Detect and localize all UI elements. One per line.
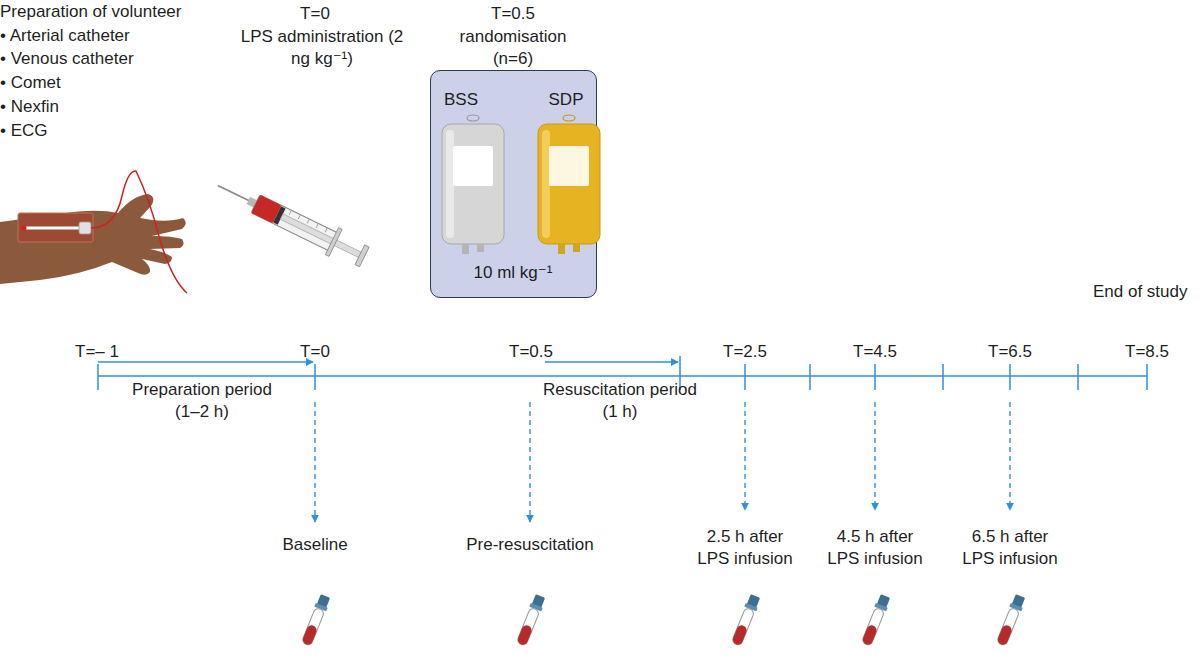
sampling-arrow xyxy=(529,402,531,522)
blood-tube xyxy=(730,594,762,647)
syringe-liquid xyxy=(251,195,281,223)
catheter-tip xyxy=(22,226,27,231)
sampling-arrow xyxy=(314,402,316,522)
time-label: T=– 1 xyxy=(57,341,137,363)
time-label: T=8.5 xyxy=(1112,341,1182,363)
volume-label: 10 ml kg⁻¹ xyxy=(443,262,583,284)
syringe-barrel xyxy=(251,195,337,251)
heading-text: Preparation of volunteer xyxy=(0,1,280,23)
sampling-arrows xyxy=(315,402,1010,522)
blood-tube xyxy=(515,594,547,647)
period-arrow xyxy=(98,361,313,363)
sample-label: 4.5 h after LPS infusion xyxy=(823,526,927,570)
time-label: T=0.5 xyxy=(473,3,553,25)
bullet-item: • Venous catheter xyxy=(0,48,220,70)
bullet-item: • ECG xyxy=(0,120,220,142)
sampling-arrow xyxy=(874,402,876,510)
sample-label: 2.5 h after LPS infusion xyxy=(693,526,797,570)
catheter-tubing xyxy=(91,171,187,293)
bullet-item: • Comet xyxy=(0,72,220,94)
syringe-needle xyxy=(218,185,249,200)
catheter-hub xyxy=(79,222,91,234)
period-label: Resuscitation period (1 h) xyxy=(534,379,706,423)
time-label: T=4.5 xyxy=(840,341,910,363)
catheter-line xyxy=(24,227,80,230)
event-label: LPS administration (2 ng kg⁻¹) xyxy=(237,26,407,70)
bullet-item: • Arterial catheter xyxy=(0,25,220,47)
arm-shape xyxy=(0,194,186,284)
time-label: T=2.5 xyxy=(710,341,780,363)
blood-tube xyxy=(995,594,1027,647)
catheter-tape xyxy=(18,213,93,242)
sample-label: 6.5 h after LPS infusion xyxy=(958,526,1062,570)
syringe-thumb-rest xyxy=(355,245,369,267)
bag-label: SDP xyxy=(536,89,596,111)
timeline-axis xyxy=(98,375,1147,377)
end-label: End of study xyxy=(1093,281,1200,303)
blood-tube xyxy=(300,594,332,647)
randomisation-box: BSS SDP 10 ml kg⁻¹ xyxy=(430,70,597,298)
blood-tube xyxy=(860,594,892,647)
sampling-arrow xyxy=(744,402,746,510)
bag-label: BSS xyxy=(431,89,491,111)
sampling-arrow xyxy=(1009,402,1011,510)
syringe-graduations xyxy=(289,210,327,232)
event-label: randomisation (n=6) xyxy=(449,26,577,70)
syringe-flange xyxy=(325,228,342,257)
syringe-illustration xyxy=(211,172,371,270)
syringe-hub xyxy=(247,197,259,208)
time-label: T=0 xyxy=(280,341,350,363)
hand-illustration xyxy=(0,171,187,293)
bullet-item: • Nexfin xyxy=(0,96,220,118)
period-arrow xyxy=(545,361,678,363)
time-label: T=0 xyxy=(275,3,355,25)
sample-label: Pre-resuscitation xyxy=(450,534,610,556)
syringe-stopper xyxy=(273,206,285,224)
time-label: T=6.5 xyxy=(975,341,1045,363)
time-label: T=0.5 xyxy=(496,341,566,363)
syringe-rod xyxy=(280,214,362,258)
sample-label: Baseline xyxy=(260,534,370,556)
period-label: Preparation period (1–2 h) xyxy=(122,379,282,423)
